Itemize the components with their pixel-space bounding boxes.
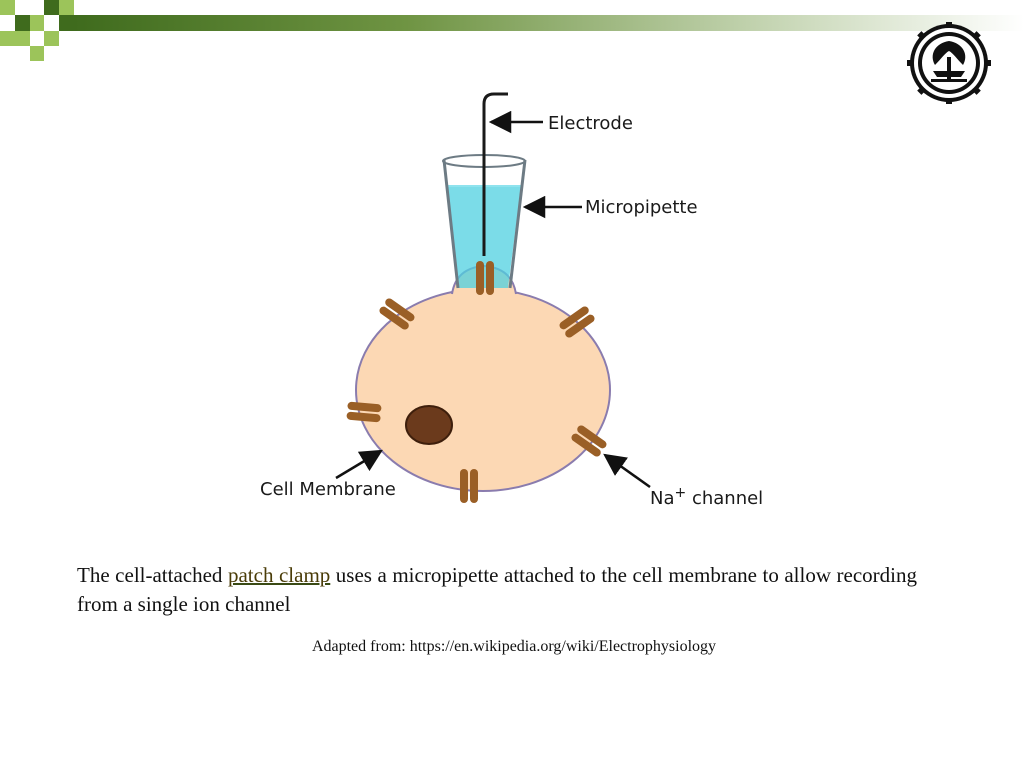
caption-after: uses a micropipette attached to the cell…	[77, 563, 917, 616]
patch-clamp-link[interactable]: patch clamp	[227, 563, 331, 587]
electrode-label: Electrode	[548, 113, 633, 134]
patch-clamp-diagram: Electrode Micropipette Cell Membrane Na+…	[260, 92, 763, 509]
source-text: Adapted from: https://en.wikipedia.org/w…	[311, 638, 717, 655]
electrode-wire	[482, 92, 508, 256]
header-decoration	[0, 0, 1024, 62]
micropipette-label: Micropipette	[585, 197, 698, 218]
na-channel-superscript: +	[675, 485, 687, 501]
caption-before: The cell-attached	[77, 563, 228, 587]
na-channel-prefix: Na	[650, 488, 675, 509]
source-attribution: Adapted from: https://en.wikipedia.org/w…	[0, 638, 1024, 656]
na-channel-suffix: channel	[686, 488, 763, 509]
cell-membrane-arrow	[335, 449, 383, 480]
nucleus	[405, 405, 453, 445]
university-emblem-icon	[906, 21, 992, 105]
na-channel-arrow	[603, 453, 651, 489]
na-channel-label: Na+ channel	[650, 485, 763, 509]
cell-membrane-label: Cell Membrane	[260, 479, 396, 500]
caption-text: The cell-attached patch clamp uses a mic…	[77, 561, 917, 619]
